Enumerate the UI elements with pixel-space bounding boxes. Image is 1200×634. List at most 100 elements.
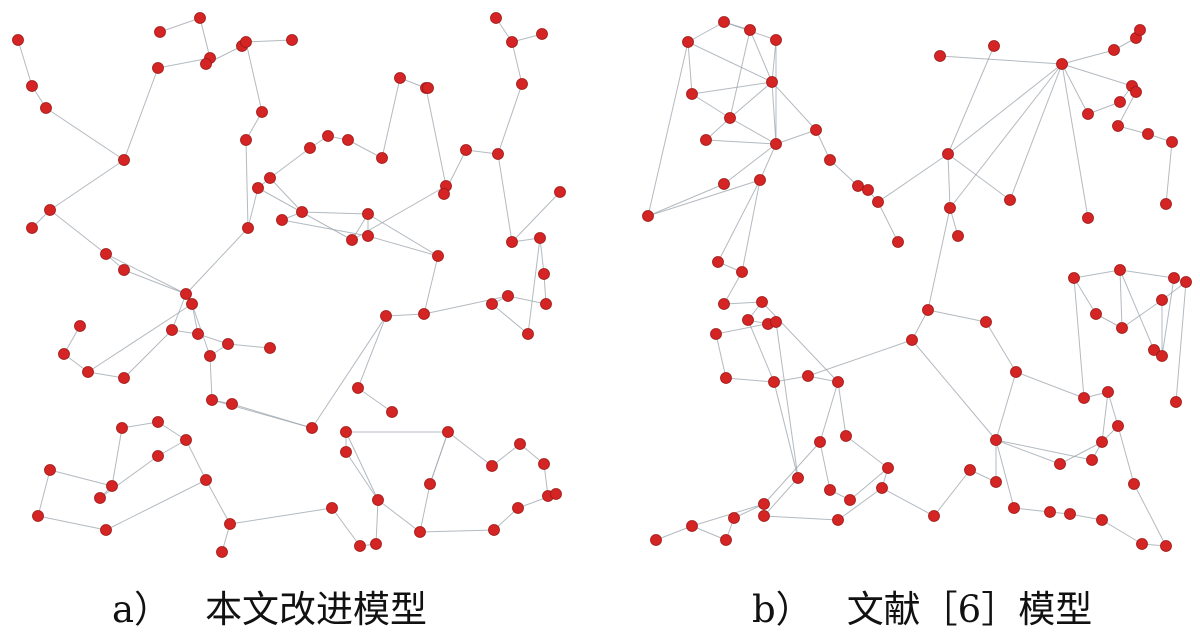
panel-b-node bbox=[952, 230, 964, 242]
caption-a-text: 本文改进模型 bbox=[205, 588, 428, 631]
panel-a-edge bbox=[367, 213, 439, 257]
panel-a-node bbox=[226, 398, 238, 410]
panel-a-node bbox=[424, 478, 436, 490]
panel-a-node bbox=[354, 540, 366, 552]
panel-b-node bbox=[844, 494, 856, 506]
panel-a-node bbox=[372, 494, 384, 506]
panel-b-edge bbox=[1119, 269, 1123, 329]
panel-a-node bbox=[252, 182, 264, 194]
panel-a-node bbox=[296, 206, 308, 218]
panel-b-edge bbox=[1073, 269, 1121, 279]
panel-a-edge bbox=[199, 17, 211, 59]
panel-b-node bbox=[1004, 194, 1016, 206]
panel-b-edge bbox=[1061, 63, 1089, 115]
panel-a-edge bbox=[331, 507, 361, 547]
panel-b-edge bbox=[1073, 277, 1097, 315]
panel-b-node bbox=[906, 334, 918, 346]
panel-b-node bbox=[1102, 386, 1114, 398]
panel-b-edge bbox=[771, 39, 777, 83]
panel-b-node bbox=[1142, 128, 1154, 140]
panel-a-edge bbox=[245, 39, 293, 43]
panel-a-edge bbox=[123, 269, 187, 295]
panel-b-node bbox=[1166, 136, 1178, 148]
panel-a-node bbox=[514, 438, 526, 450]
panel-a-edge bbox=[229, 507, 333, 525]
panel-a-edge bbox=[497, 153, 513, 243]
caption-b: b） 文献［6］模型 bbox=[752, 581, 1092, 631]
panel-b-edge bbox=[1101, 519, 1143, 545]
panel-b-node bbox=[928, 510, 940, 522]
panel-a-node bbox=[376, 152, 388, 164]
panel-b-edge bbox=[819, 441, 831, 491]
panel-b-edge bbox=[729, 29, 751, 119]
panel-a-node bbox=[304, 142, 316, 154]
panel-b-edge bbox=[723, 143, 777, 185]
panel-a-edge bbox=[377, 499, 421, 533]
panel-a-node bbox=[394, 72, 406, 84]
panel-b-node bbox=[718, 178, 730, 190]
panel-b-node bbox=[736, 266, 748, 278]
panel-b-edge bbox=[881, 487, 935, 517]
panel-a-edge bbox=[245, 139, 249, 229]
panel-b-nodes bbox=[642, 16, 1192, 552]
panel-b-edge bbox=[1161, 277, 1175, 357]
panel-a-edge bbox=[205, 479, 231, 525]
panel-b-node bbox=[792, 472, 804, 484]
panel-b-edge bbox=[1119, 269, 1175, 279]
panel-b-node bbox=[922, 304, 934, 316]
panel-a-node bbox=[550, 488, 562, 500]
panel-b-node bbox=[990, 476, 1002, 488]
panel-b-edge bbox=[947, 153, 1011, 201]
panel-b-edge bbox=[687, 41, 773, 83]
panel-b-edge bbox=[729, 117, 777, 145]
panel-b-edge bbox=[849, 467, 889, 501]
panel-a-node bbox=[340, 446, 352, 458]
panel-b-node bbox=[650, 534, 662, 546]
panel-b-node bbox=[758, 510, 770, 522]
panel-b-node bbox=[710, 328, 722, 340]
panel-a-edge bbox=[357, 315, 387, 389]
panel-a-node bbox=[44, 464, 56, 476]
panel-a-edge bbox=[491, 443, 521, 467]
panel-b-edge bbox=[647, 183, 725, 217]
panel-b-node bbox=[964, 464, 976, 476]
panel-a-node bbox=[442, 426, 454, 438]
panel-a-edge bbox=[245, 41, 263, 113]
panel-a-edges bbox=[17, 17, 561, 553]
panel-b-edge bbox=[1059, 441, 1103, 465]
panel-a-node bbox=[460, 144, 472, 156]
panel-a-edge bbox=[425, 87, 447, 187]
panel-a-node bbox=[240, 134, 252, 146]
panel-a-node bbox=[386, 406, 398, 418]
panel-b-edge bbox=[995, 371, 1017, 441]
panel-a-edge bbox=[49, 209, 107, 255]
panel-a-node bbox=[492, 148, 504, 160]
panel-b-edge bbox=[1117, 425, 1135, 485]
panel-a-node bbox=[118, 264, 130, 276]
panel-b-edge bbox=[995, 439, 1015, 509]
panel-a-edge bbox=[185, 227, 249, 295]
panel-b-node bbox=[1160, 198, 1172, 210]
panel-a-node bbox=[538, 458, 550, 470]
panel-a-edge bbox=[157, 57, 211, 69]
panel-a-node bbox=[362, 208, 374, 220]
panel-b-node bbox=[744, 24, 756, 36]
panel-a-node bbox=[322, 130, 334, 142]
panel-b-node bbox=[1096, 514, 1108, 526]
panel-b-edge bbox=[927, 309, 987, 323]
panel-b-edge bbox=[761, 301, 839, 383]
panel-b-edge bbox=[877, 201, 899, 243]
panel-a-node bbox=[152, 62, 164, 74]
panel-a-node bbox=[94, 492, 106, 504]
panel-a-edge bbox=[227, 343, 271, 349]
panel-a-edge bbox=[345, 431, 379, 501]
panel-b-edge bbox=[705, 139, 777, 145]
panel-a-edge bbox=[99, 455, 159, 499]
panel-b-node bbox=[1114, 96, 1126, 108]
panel-a-node bbox=[100, 248, 112, 260]
panel-b-edge bbox=[775, 129, 817, 145]
panel-b-node bbox=[1112, 120, 1124, 132]
panel-b-edge bbox=[723, 271, 743, 305]
panel-a-node bbox=[256, 106, 268, 118]
panel-a-node bbox=[512, 502, 524, 514]
